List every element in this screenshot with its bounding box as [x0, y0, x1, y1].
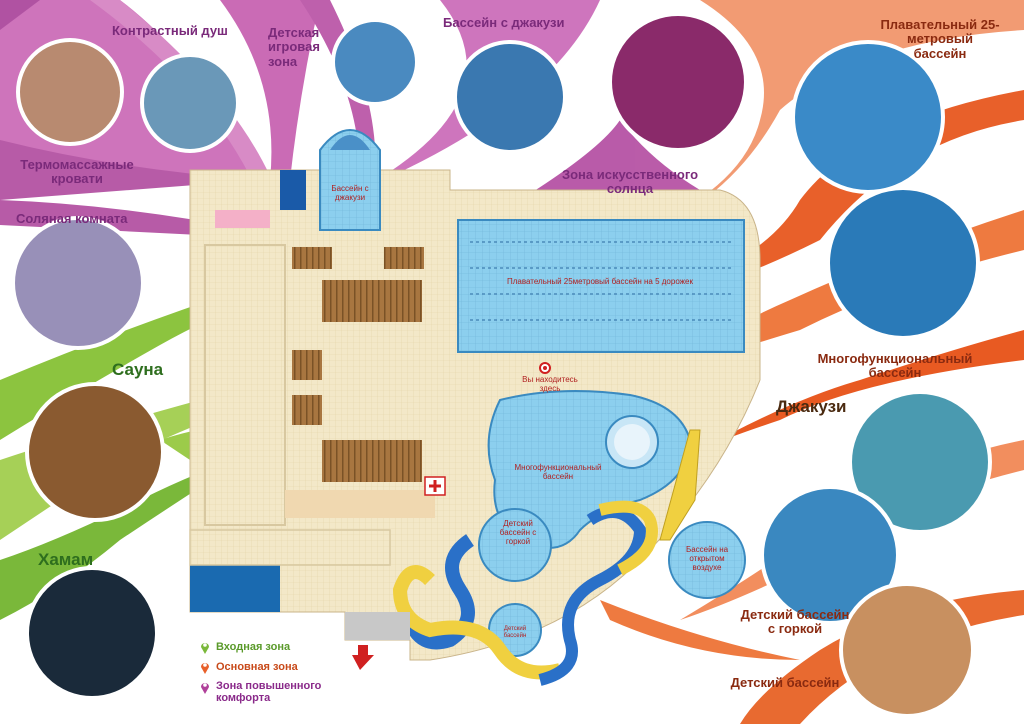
map-label-swim25: Плавательный 25метровый бассейн на 5 дор…: [507, 277, 693, 286]
map-label-kids-pool: Детский бассейн: [503, 626, 527, 639]
photo-circles: [11, 12, 992, 718]
legend-comfort-label: Зона повышенного комфорта: [216, 680, 322, 704]
legend-entry: Входная зона: [200, 640, 290, 654]
label-jacuzzi-pool: Бассейн с джакузи: [443, 15, 565, 30]
label-multi-pool: Многофункциональный бассейн: [817, 351, 973, 381]
label-hamam: Хамам: [38, 550, 94, 569]
pin-green-icon: [201, 643, 209, 654]
label-artificial-sun: Зона искусственного солнца: [561, 167, 699, 197]
legend-comfort: Зона повышенного комфорта: [200, 680, 326, 704]
map-label-you-are-here: Вы находитесь здесь: [522, 375, 578, 393]
map-label-outdoor-pool: Бассейн на открытом воздухе: [685, 545, 729, 572]
label-kids-slide: Детский бассейн с горкой: [740, 607, 850, 637]
legend-main: Основная зона: [200, 660, 298, 674]
label-swim25: Плавательный 25-метровый бассейн: [880, 17, 1000, 61]
map-label-jacuzzi-pool: Бассейн с джакузи: [331, 184, 369, 202]
legend-main-label: Основная зона: [216, 661, 298, 673]
label-kids-pool: Детский бассейн: [730, 675, 840, 690]
label-contrast-shower: Контрастный душ: [112, 23, 228, 38]
pin-orange-icon: [201, 663, 209, 674]
floor-plan: [189, 129, 761, 686]
label-salt-room: Соляная комната: [16, 211, 128, 226]
label-sauna: Сауна: [112, 360, 164, 379]
label-kids-play: Детская игровая зона: [268, 25, 320, 69]
pin-purple-icon: [201, 683, 209, 694]
label-thermo-beds: Термомассажные кровати: [20, 157, 134, 187]
legend-entry-label: Входная зона: [216, 641, 291, 653]
map-label-kids-slide: Детский бассейн с горкой: [499, 519, 537, 546]
label-jacuzzi: Джакузи: [776, 397, 847, 416]
map-label-multi-pool: Многофункциональный бассейн: [514, 463, 602, 481]
